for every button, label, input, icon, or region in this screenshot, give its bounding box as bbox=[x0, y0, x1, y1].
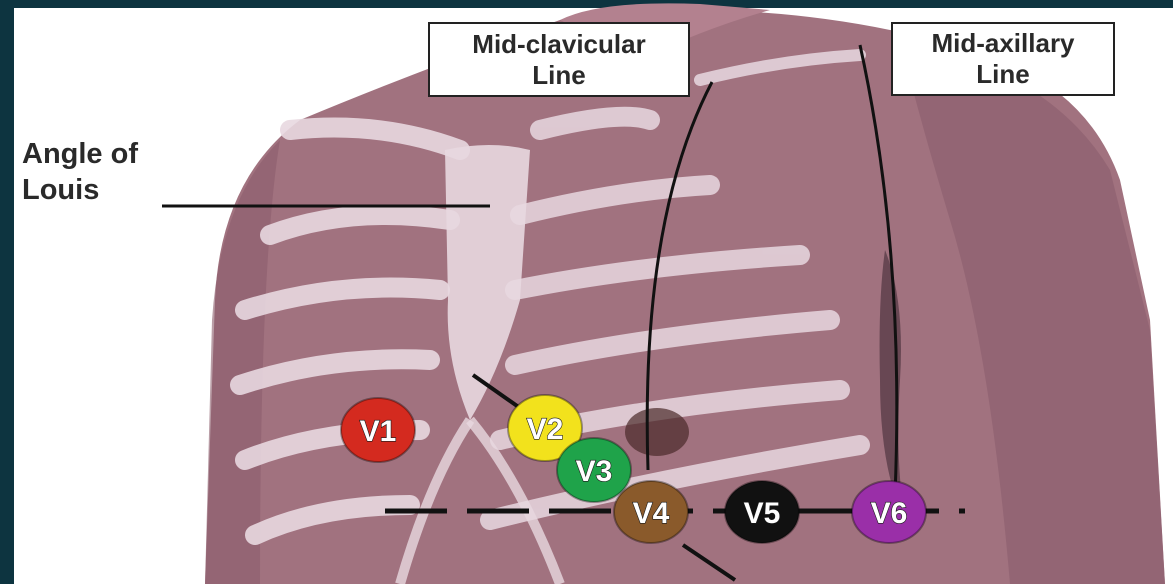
mid-clavicular-label-line1: Mid-clavicular bbox=[430, 29, 688, 60]
mid-axillary-label-line2: Line bbox=[893, 59, 1113, 90]
electrode-v1-label: V1 bbox=[360, 415, 397, 448]
mid-axillary-label-line1: Mid-axillary bbox=[893, 28, 1113, 59]
electrode-v5-label: V5 bbox=[744, 497, 781, 530]
mid-axillary-label-box: Mid-axillary Line bbox=[891, 22, 1115, 96]
electrode-v4-label: V4 bbox=[633, 497, 670, 530]
mid-clavicular-label-box: Mid-clavicular Line bbox=[428, 22, 690, 97]
angle-of-louis-label-line1: Angle of bbox=[22, 136, 138, 172]
mid-clavicular-label-line2: Line bbox=[430, 60, 688, 91]
electrode-v3-label: V3 bbox=[576, 455, 613, 488]
electrode-v5: V5 bbox=[725, 481, 799, 543]
nipple bbox=[625, 408, 689, 456]
angle-of-louis-label: Angle of Louis bbox=[22, 136, 138, 208]
electrode-v4: V4 bbox=[614, 481, 688, 543]
electrode-v2-label: V2 bbox=[527, 413, 564, 446]
angle-of-louis-label-line2: Louis bbox=[22, 172, 138, 208]
electrode-v6: V6 bbox=[852, 481, 926, 543]
electrode-v1: V1 bbox=[341, 398, 415, 462]
electrode-v3: V3 bbox=[557, 438, 631, 502]
electrode-v6-label: V6 bbox=[871, 497, 908, 530]
